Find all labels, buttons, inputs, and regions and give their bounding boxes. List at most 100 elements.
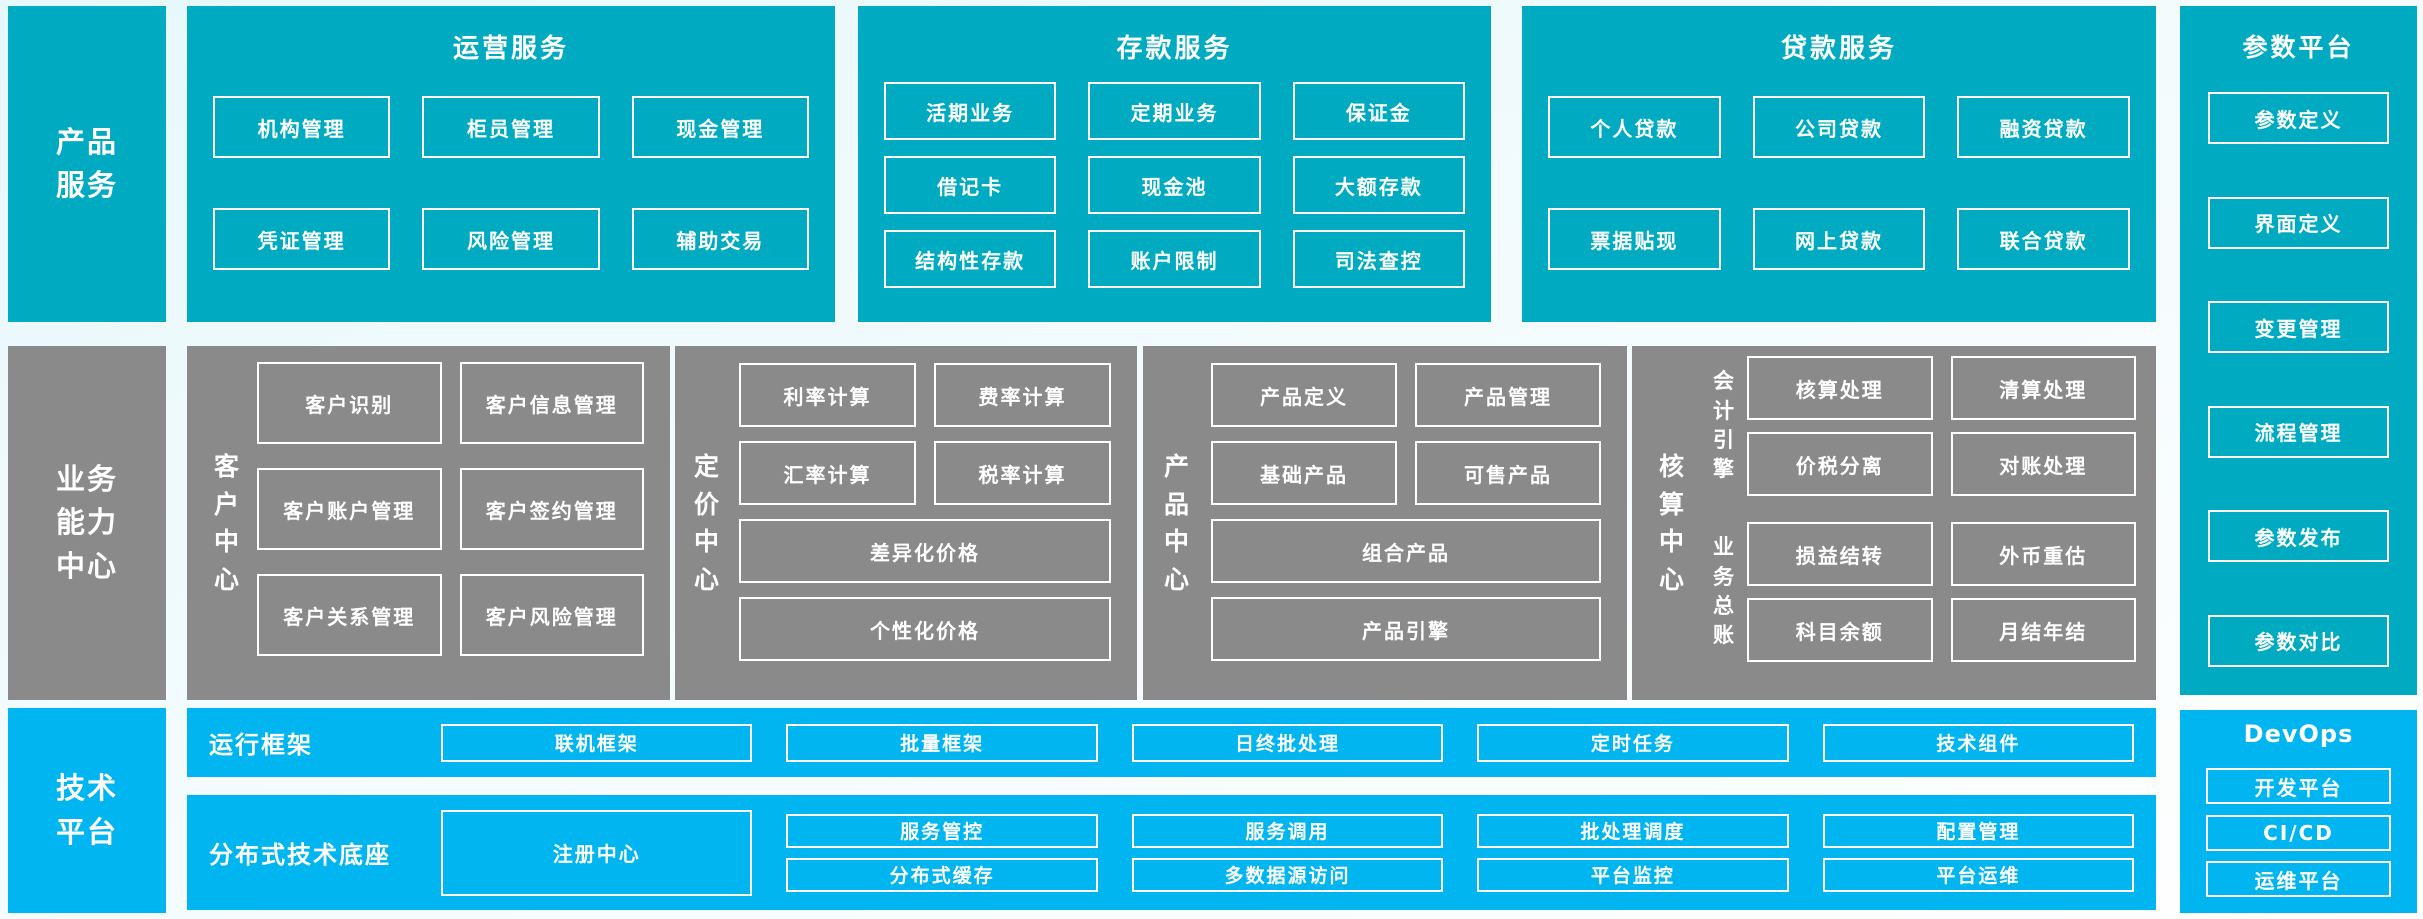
center-label: 定价中心 — [693, 452, 719, 594]
capability-box: 基础产品 — [1211, 441, 1397, 505]
accounting-engine-group: 会计引擎 核算处理 清算处理 价税分离 对账处理 — [1712, 356, 2136, 496]
center-label: 客户中心 — [213, 452, 239, 594]
capability-box: 客户信息管理 — [459, 362, 644, 444]
band-label: 业务能力中心 — [55, 461, 118, 583]
capability-box: 损益结转 — [1747, 522, 1933, 586]
section-runtime-framework: 运行框架 联机框架 批量框架 日终批处理 定时任务 技术组件 — [187, 708, 2156, 777]
service-box: 结构性存款 — [884, 230, 1057, 288]
tech-box: 开发平台 — [2206, 768, 2391, 804]
section-pricing-center: 定价中心 利率计算 费率计算 汇率计算 税率计算 差异化价格 个性化价格 — [675, 346, 1137, 700]
service-box: 风险管理 — [422, 208, 600, 270]
capability-box: 产品定义 — [1211, 363, 1397, 427]
section-deposit-services: 存款服务 活期业务 定期业务 保证金 借记卡 现金池 大额存款 结构性存款 账户… — [858, 6, 1491, 322]
service-box: 流程管理 — [2208, 405, 2389, 458]
band-label: 技术平台 — [55, 771, 118, 849]
service-box: 辅助交易 — [631, 208, 809, 270]
capability-box: 外币重估 — [1950, 522, 2136, 586]
service-box: 借记卡 — [884, 156, 1057, 214]
capability-box: 月结年结 — [1950, 598, 2136, 662]
center-label: 产品中心 — [1163, 452, 1189, 594]
capability-box: 费率计算 — [934, 363, 1111, 427]
capability-box: 对账处理 — [1950, 432, 2136, 496]
tech-box: 服务管控 — [786, 813, 1098, 848]
capability-box-wide: 个性化价格 — [739, 597, 1111, 661]
section-title: 贷款服务 — [1780, 34, 1897, 64]
service-box: 参数对比 — [2208, 614, 2389, 667]
tech-box: 分布式缓存 — [786, 857, 1098, 892]
tech-box: 联机框架 — [441, 723, 753, 762]
band-tech-platform: 技术平台 — [8, 708, 166, 913]
service-box: 司法查控 — [1292, 230, 1465, 288]
tech-box: 平台监控 — [1477, 857, 1789, 892]
service-box: 大额存款 — [1292, 156, 1465, 214]
service-box: 现金管理 — [631, 96, 809, 158]
devops-list: 开发平台 CI/CD 运维平台 — [2206, 768, 2391, 897]
tech-box: CI/CD — [2206, 814, 2391, 851]
capability-box: 汇率计算 — [739, 441, 916, 505]
service-box: 参数定义 — [2208, 92, 2389, 144]
section-accounting-center: 核算中心 会计引擎 核算处理 清算处理 价税分离 对账处理 业务总账 损益结转 … — [1632, 346, 2156, 700]
band-product-services: 产品服务 — [8, 6, 166, 322]
capability-box: 客户账户管理 — [257, 468, 442, 550]
service-box: 定期业务 — [1088, 82, 1261, 140]
tech-box: 配置管理 — [1822, 813, 2135, 848]
band-label: 产品服务 — [55, 124, 118, 203]
service-box: 保证金 — [1292, 82, 1465, 140]
service-box: 界面定义 — [2208, 196, 2389, 249]
operations-grid: 机构管理 柜员管理 现金管理 凭证管理 风险管理 辅助交易 — [213, 96, 809, 270]
parameter-list: 参数定义 界面定义 变更管理 流程管理 参数发布 参数对比 — [2208, 92, 2389, 667]
deposit-grid: 活期业务 定期业务 保证金 借记卡 现金池 大额存款 结构性存款 账户限制 司法… — [884, 82, 1465, 288]
capability-box: 税率计算 — [934, 441, 1111, 505]
service-box: 变更管理 — [2208, 301, 2389, 354]
capability-box: 清算处理 — [1950, 356, 2136, 420]
section-customer-center: 客户中心 客户识别 客户信息管理 客户账户管理 客户签约管理 客户关系管理 客户… — [187, 346, 670, 700]
service-box: 机构管理 — [213, 96, 391, 158]
capability-box: 客户关系管理 — [257, 574, 442, 656]
distributed-boxes: 注册中心 服务管控 分布式缓存 服务调用 多数据源访问 批处理调度 平台监控 配… — [441, 809, 2135, 896]
tech-box: 批量框架 — [786, 723, 1098, 762]
capability-box: 客户识别 — [257, 362, 442, 444]
capability-box: 客户风险管理 — [459, 574, 644, 656]
capability-box: 价税分离 — [1747, 432, 1933, 496]
accounting-groups: 会计引擎 核算处理 清算处理 价税分离 对账处理 业务总账 损益结转 外币重估 … — [1712, 356, 2136, 662]
tech-box: 技术组件 — [1822, 723, 2135, 762]
group-label: 会计引擎 — [1713, 369, 1734, 482]
capability-box: 可售产品 — [1415, 441, 1601, 505]
service-box: 融资贷款 — [1957, 96, 2130, 158]
capability-box: 利率计算 — [739, 363, 916, 427]
group-label: 业务总账 — [1713, 535, 1734, 648]
service-box: 联合贷款 — [1957, 208, 2130, 270]
tech-box: 服务调用 — [1131, 813, 1444, 848]
customer-grid: 客户识别 客户信息管理 客户账户管理 客户签约管理 客户关系管理 客户风险管理 — [257, 362, 644, 656]
tech-box: 多数据源访问 — [1131, 857, 1444, 892]
capability-box-wide: 产品引擎 — [1211, 597, 1601, 661]
service-box: 票据贴现 — [1548, 208, 1721, 270]
service-box: 网上贷款 — [1752, 208, 1926, 270]
section-devops: DevOps 开发平台 CI/CD 运维平台 — [2180, 710, 2417, 913]
tech-box: 注册中心 — [441, 809, 753, 896]
section-title: 运营服务 — [452, 34, 569, 64]
tech-box: 平台运维 — [1822, 857, 2135, 892]
business-ledger-group: 业务总账 损益结转 外币重估 科目余额 月结年结 — [1712, 522, 2136, 662]
capability-box-wide: 差异化价格 — [739, 519, 1111, 583]
capability-box: 产品管理 — [1415, 363, 1601, 427]
center-label: 核算中心 — [1658, 452, 1684, 594]
capability-box-wide: 组合产品 — [1211, 519, 1601, 583]
section-title: 参数平台 — [2242, 33, 2355, 62]
service-box: 个人贷款 — [1548, 96, 1721, 158]
tech-box: 定时任务 — [1477, 723, 1789, 762]
tech-box: 运维平台 — [2206, 861, 2391, 897]
service-box: 柜员管理 — [422, 96, 600, 158]
section-parameter-platform: 参数平台 参数定义 界面定义 变更管理 流程管理 参数发布 参数对比 — [2180, 6, 2417, 695]
pricing-grid: 利率计算 费率计算 汇率计算 税率计算 差异化价格 个性化价格 — [739, 363, 1111, 661]
bar-label: 运行框架 — [209, 731, 313, 759]
service-box: 公司贷款 — [1752, 96, 1926, 158]
section-product-center: 产品中心 产品定义 产品管理 基础产品 可售产品 组合产品 产品引擎 — [1143, 346, 1627, 700]
runtime-boxes: 联机框架 批量框架 日终批处理 定时任务 技术组件 — [441, 723, 2135, 762]
product-grid: 产品定义 产品管理 基础产品 可售产品 组合产品 产品引擎 — [1211, 363, 1601, 661]
section-operations-services: 运营服务 机构管理 柜员管理 现金管理 凭证管理 风险管理 辅助交易 — [187, 6, 835, 322]
tech-box: 日终批处理 — [1131, 723, 1444, 762]
section-title: 存款服务 — [1116, 34, 1233, 64]
section-title: DevOps — [2243, 720, 2354, 748]
